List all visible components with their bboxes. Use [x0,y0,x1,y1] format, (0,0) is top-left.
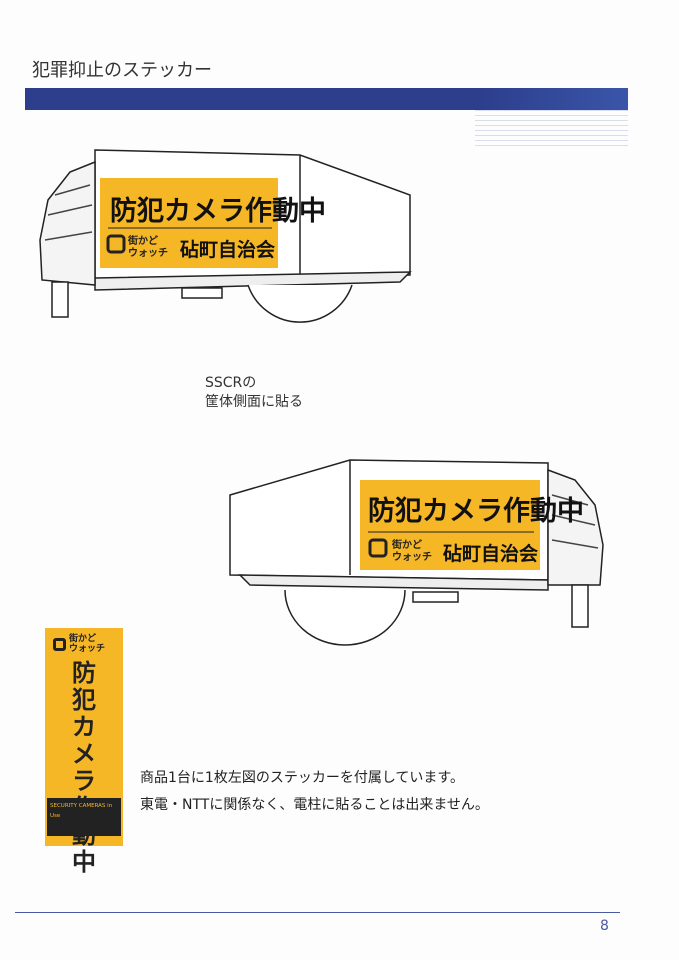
camera-caption: SSCRの 筐体側面に貼る [205,374,303,412]
sticker-2-main-text: 防犯カメラ作動中 [368,496,584,527]
sticker-1-logo-1: 街かど [127,234,158,247]
sticker-1-main-text: 防犯カメラ作動中 [110,196,326,227]
sticker-band: SECURITY CAMERAS in Use [47,798,121,836]
page-title: 犯罪抑止のステッカー [32,60,212,81]
camera-logo-icon [53,637,66,651]
sticker-2-logo-2: ウォッチ [392,551,432,563]
sticker-1-logo-2: ウォッチ [128,247,168,259]
description: 商品1台に1枚左図のステッカーを付属しています。 東電・NTTに関係なく、電柱に… [140,765,489,819]
sticker-2-org: 砧町自治会 [443,542,538,565]
header-bar [25,88,628,110]
description-line-2: 東電・NTTに関係なく、電柱に貼ることは出来ません。 [140,797,489,813]
page-number: 8 [600,918,609,934]
header-stripes [475,110,628,150]
caption-line-1: SSCRの [205,375,257,391]
caption-line-2: 筐体側面に貼る [205,394,303,410]
footer-divider [15,912,620,913]
camera-2 [229,459,604,646]
sticker-logo: 街かどウォッチ [53,634,105,654]
logo-line-1: 街かど [69,634,97,644]
description-line-1: 商品1台に1枚左図のステッカーを付属しています。 [140,770,464,786]
camera-1 [39,149,412,323]
vertical-sticker-text: 防犯カメラ作動中 [72,659,96,876]
logo-line-2: ウォッチ [69,644,106,654]
sticker-2-logo-1: 街かど [391,538,422,551]
sticker-1-org: 砧町自治会 [180,238,275,261]
